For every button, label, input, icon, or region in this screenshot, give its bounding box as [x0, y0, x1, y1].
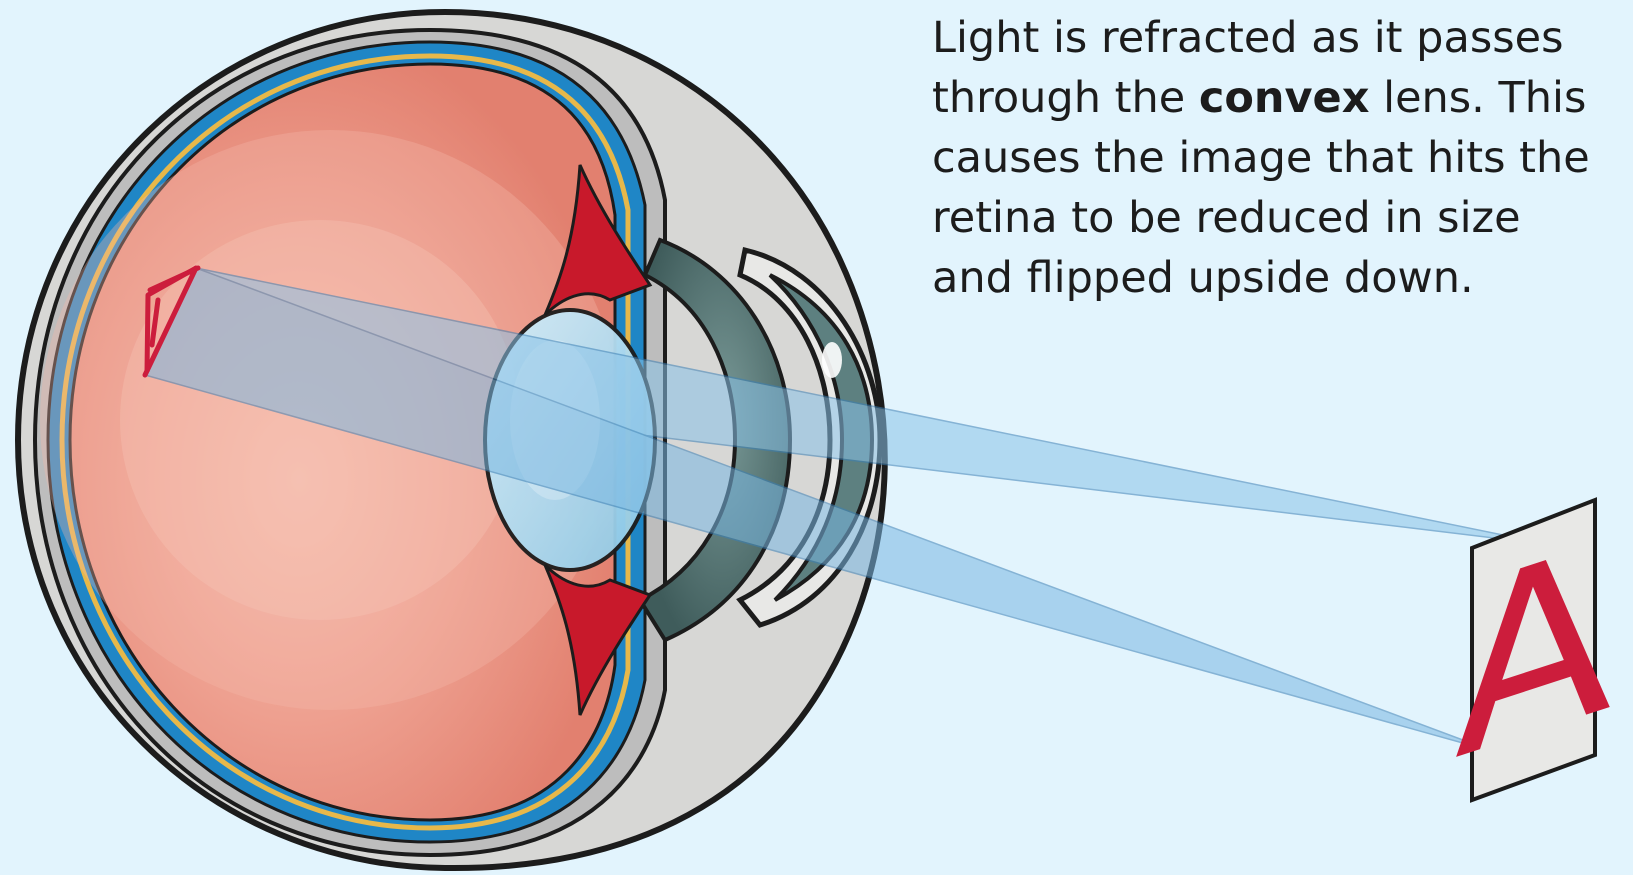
cornea-reflection: [822, 342, 842, 378]
object-card: A: [1454, 493, 1611, 812]
object-letter: A: [1454, 493, 1611, 812]
caption-line: Light is refracted as it passes: [932, 8, 1622, 68]
caption-text-segment: Light is refracted as it passes: [932, 13, 1563, 63]
caption-line: through the convex lens. This: [932, 68, 1622, 128]
caption-text-segment: causes the image that hits the: [932, 133, 1590, 183]
caption-line: causes the image that hits the: [932, 128, 1622, 188]
caption-text-segment: retina to be reduced in size: [932, 193, 1521, 243]
caption-text-segment: through the: [932, 73, 1199, 123]
caption-line: retina to be reduced in size: [932, 188, 1622, 248]
caption-text-segment: lens. This: [1369, 73, 1586, 123]
caption-bold-term: convex: [1199, 73, 1370, 123]
caption-text-segment: and flipped upside down.: [932, 253, 1474, 303]
caption-line: and flipped upside down.: [932, 248, 1622, 308]
